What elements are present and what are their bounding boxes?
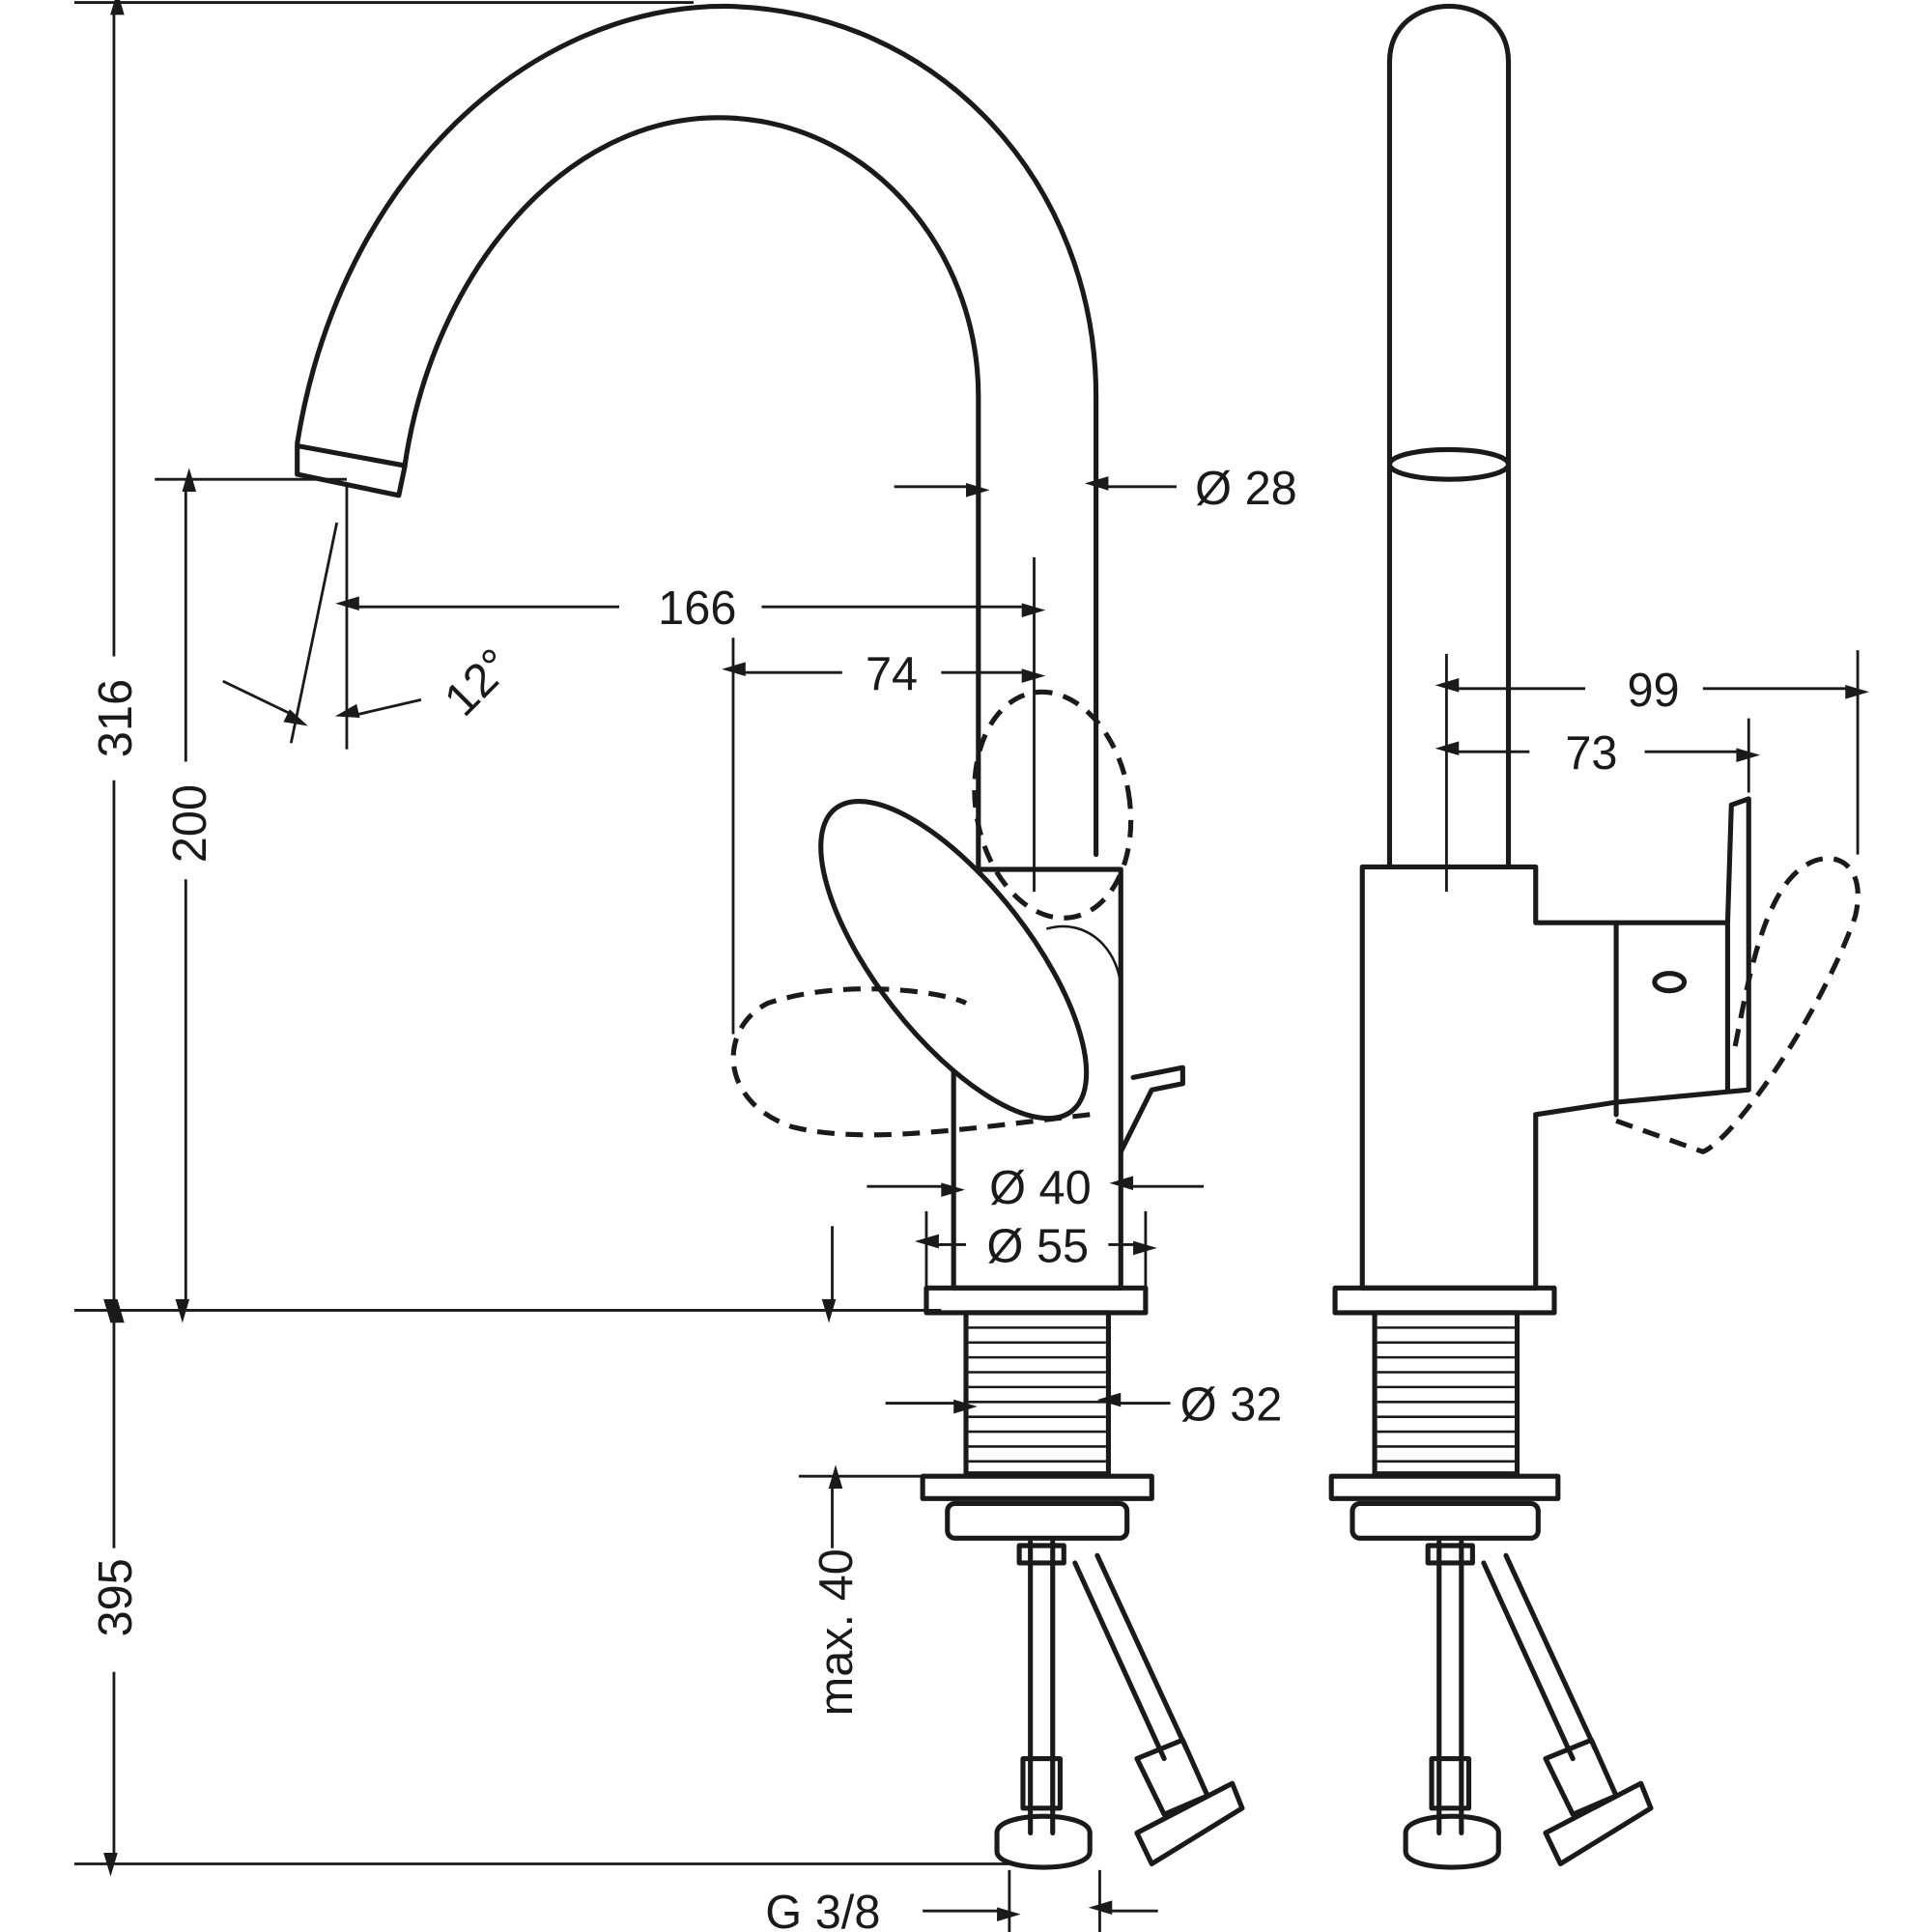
hoses — [994, 1539, 1245, 1870]
body-recess — [1045, 924, 1122, 991]
dim-spout-reach: 166 — [658, 582, 736, 635]
dim-handle-depth-max: 99 — [1627, 665, 1679, 717]
aerator — [295, 442, 408, 498]
thread — [963, 1310, 1111, 1477]
dim-handle-depth: 73 — [1565, 727, 1617, 780]
handle — [818, 798, 1090, 1122]
side-handle-block — [1613, 920, 1731, 1118]
front-view — [295, 3, 1245, 1870]
side-aerator — [1386, 446, 1512, 482]
handle-dashed-left — [730, 986, 1091, 1138]
side-hoses — [1403, 1539, 1654, 1870]
dim-spout-diameter: Ø 28 — [1195, 463, 1297, 515]
dim-connection-thread: G 3/8 — [765, 1887, 880, 1932]
side-view — [1328, 4, 1861, 1870]
dim-body-diameter: Ø 40 — [989, 1162, 1092, 1214]
base-flange — [923, 1285, 1149, 1316]
side-handle-screw — [1652, 971, 1688, 994]
dim-thread-diameter: Ø 32 — [1180, 1379, 1283, 1432]
handle-dashed-up — [972, 689, 1134, 921]
side-thread — [1372, 1310, 1520, 1477]
dimensions: 316 200 395 166 74 12° Ø 28 Ø 40 Ø 55 — [73, 0, 1869, 1932]
dim-handle-reach: 74 — [866, 648, 918, 700]
dim-spout-angle: 12° — [435, 639, 522, 726]
side-fixing-nut — [1350, 1500, 1541, 1541]
side-lower-flange — [1328, 1473, 1561, 1501]
spout-inner — [402, 115, 981, 869]
side-body — [1359, 796, 1751, 1291]
spout-outer — [295, 3, 1099, 858]
lever-hook — [1118, 1065, 1185, 1154]
dim-total-height: 316 — [90, 679, 142, 757]
fixing-nut — [945, 1500, 1130, 1541]
dim-hose-length: 395 — [90, 1558, 142, 1636]
lower-flange — [920, 1473, 1154, 1501]
dim-spout-height: 200 — [164, 784, 216, 863]
side-spout — [1386, 4, 1512, 869]
side-base-flange — [1332, 1285, 1557, 1316]
dim-base-diameter: Ø 55 — [987, 1220, 1090, 1272]
side-handle-dashed — [1615, 856, 1861, 1155]
dim-max-counter-thickness: max. 40 — [810, 1548, 863, 1716]
